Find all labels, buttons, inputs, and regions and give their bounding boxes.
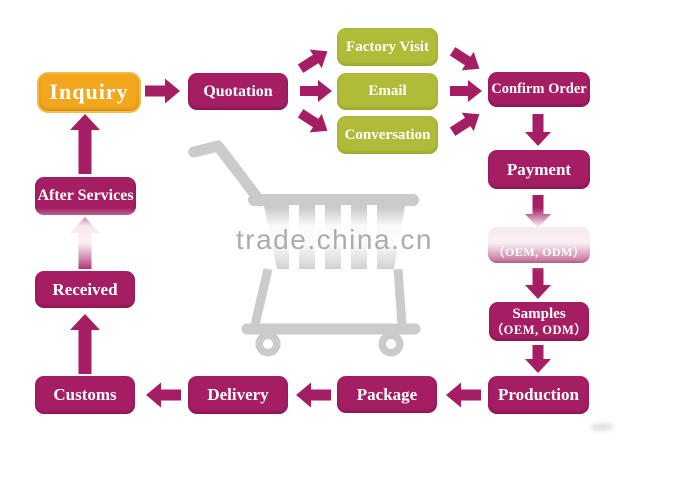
node-label: Payment [506, 159, 572, 179]
node-inquiry: Inquiry [37, 72, 141, 113]
node-label: Confirm Order [491, 81, 587, 98]
arrow-quotation-to-factory-visit [297, 49, 328, 73]
node-label: Received [52, 279, 118, 299]
node-label-line2: （OEM, ODM） [490, 322, 588, 337]
arrow-package-to-delivery [296, 382, 331, 408]
node-label: Package [356, 384, 418, 404]
arrow-samples-to-production [525, 345, 551, 373]
node-customs: Customs [35, 376, 135, 414]
node-factory-visit: Factory Visit [337, 28, 438, 66]
node-label: Quotation [203, 82, 273, 100]
arrow-quotation-to-conversation [297, 109, 328, 133]
node-label: Delivery [207, 385, 269, 405]
node-conversation: Conversation [337, 116, 438, 154]
arrow-customs-to-received [70, 314, 100, 374]
arrow-quotation-to-email [300, 80, 332, 102]
node-label: Factory Visit [346, 38, 429, 55]
node-production: Production [488, 376, 589, 414]
node-delivery: Delivery [188, 376, 288, 414]
node-samples: Samples （OEM, ODM） [489, 302, 589, 341]
node-confirm-order: Confirm Order [488, 72, 590, 107]
node-label: Customs [53, 385, 117, 405]
arrow-conversation-to-confirm-order [449, 112, 480, 136]
node-email: Email [337, 73, 438, 110]
node-label-line1: Samples [512, 306, 566, 323]
watermark-text: trade.china.cn [236, 224, 433, 255]
node-label: Inquiry [49, 79, 129, 105]
watermark-wash-band [0, 208, 677, 272]
arrow-inquiry-to-quotation [145, 78, 180, 104]
arrow-factory-visit-to-confirm-order [449, 47, 480, 71]
node-received: Received [35, 271, 135, 308]
node-payment: Payment [488, 150, 590, 189]
arrow-oem-to-samples [525, 268, 551, 299]
arrow-delivery-to-customs [146, 382, 181, 408]
arrow-production-to-package [446, 382, 481, 408]
arrow-after-services-to-inquiry [70, 114, 100, 174]
arrow-confirm-order-to-payment [525, 114, 551, 146]
node-label: After Services [37, 187, 134, 205]
node-label: Production [498, 385, 579, 405]
arrow-email-to-confirm-order [450, 80, 482, 102]
node-package: Package [337, 376, 437, 413]
node-quotation: Quotation [188, 73, 288, 110]
smudge-artifact [590, 423, 614, 431]
node-label: Email [368, 83, 407, 100]
node-label: Conversation [344, 126, 431, 143]
